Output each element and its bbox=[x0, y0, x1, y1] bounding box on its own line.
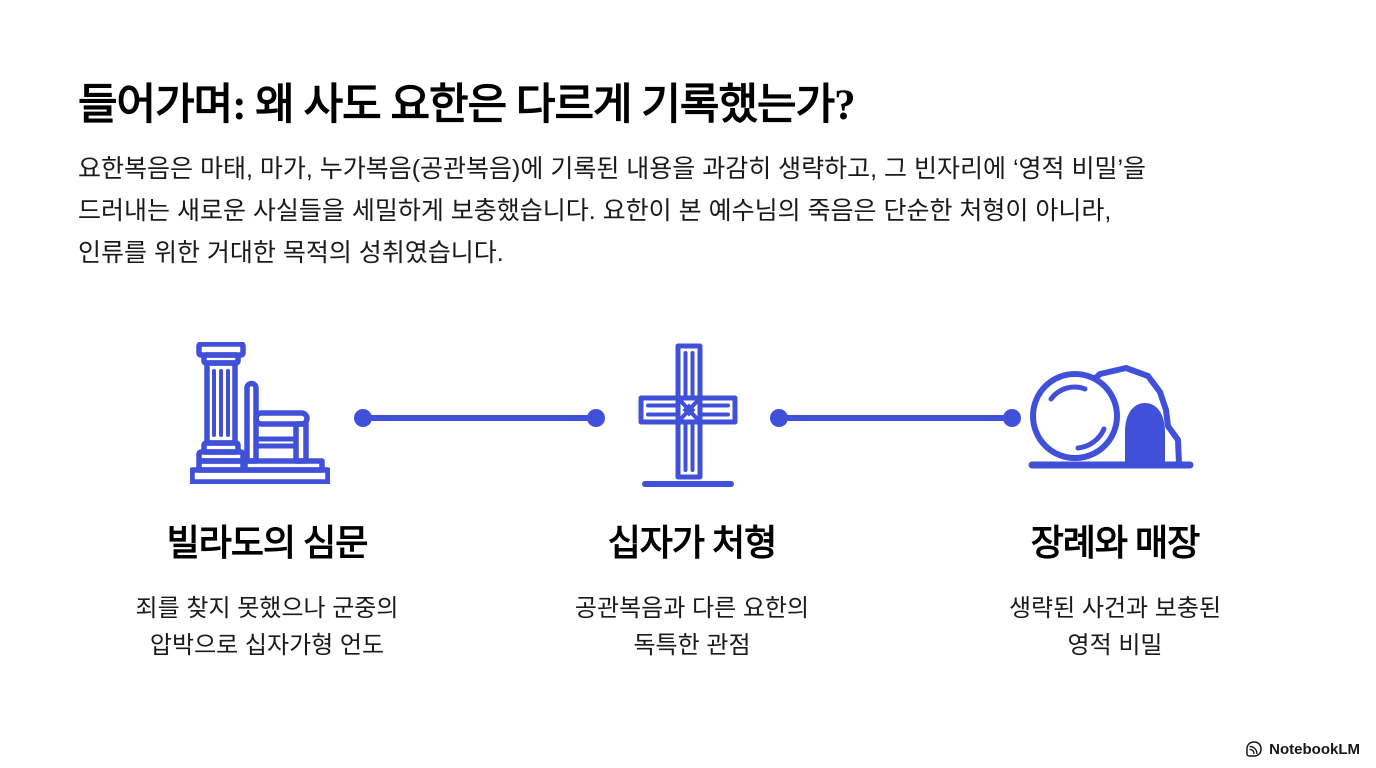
connector-dot bbox=[354, 409, 372, 427]
timeline-step-2: 십자가 처형 공관복음과 다른 요한의 독특한 관점 bbox=[477, 514, 907, 664]
timeline-step-1: 빌라도의 심문 죄를 찾지 못했으나 군중의 압박으로 십자가형 언도 bbox=[52, 514, 482, 664]
step-title: 십자가 처형 bbox=[607, 523, 778, 563]
timeline-step-3: 장례와 매장 생략된 사건과 보충된 영적 비밀 bbox=[900, 514, 1330, 664]
cross-icon bbox=[638, 343, 738, 489]
step-description: 죄를 찾지 못했으나 군중의 압박으로 십자가형 언도 bbox=[135, 595, 399, 659]
connector-dot bbox=[770, 409, 788, 427]
intro-line-2: 드러내는 새로운 사실들을 세밀하게 보충했습니다. 요한이 본 예수님의 죽음… bbox=[78, 197, 1112, 225]
timeline-connector-1 bbox=[354, 409, 605, 427]
connector-line bbox=[369, 415, 590, 421]
notebooklm-watermark: NotebookLM bbox=[1245, 740, 1360, 758]
step-description: 생략된 사건과 보충된 영적 비밀 bbox=[1008, 595, 1222, 659]
intro-line-1: 요한복음은 마태, 마가, 누가복음(공관복음)에 기록된 내용을 과감히 생략… bbox=[78, 155, 1147, 183]
step-description: 공관복음과 다른 요한의 독특한 관점 bbox=[574, 595, 810, 659]
intro-paragraph: 요한복음은 마태, 마가, 누가복음(공관복음)에 기록된 내용을 과감히 생략… bbox=[78, 148, 1146, 274]
connector-line bbox=[785, 415, 1006, 421]
connector-dot bbox=[1003, 409, 1021, 427]
intro-line-3: 인류를 위한 거대한 목적의 성취였습니다. bbox=[78, 239, 504, 267]
pilate-judgment-seat-icon bbox=[189, 341, 331, 485]
connector-dot bbox=[587, 409, 605, 427]
page-title: 들어가며: 왜 사도 요한은 다르게 기록했는가? bbox=[78, 82, 856, 129]
step-title: 빌라도의 심문 bbox=[166, 523, 369, 563]
notebooklm-logo-icon bbox=[1245, 740, 1263, 758]
timeline-connector-2 bbox=[770, 409, 1021, 427]
notebooklm-brand-text: NotebookLM bbox=[1269, 740, 1360, 758]
empty-tomb-icon bbox=[1028, 360, 1198, 470]
step-title: 장례와 매장 bbox=[1030, 523, 1201, 563]
